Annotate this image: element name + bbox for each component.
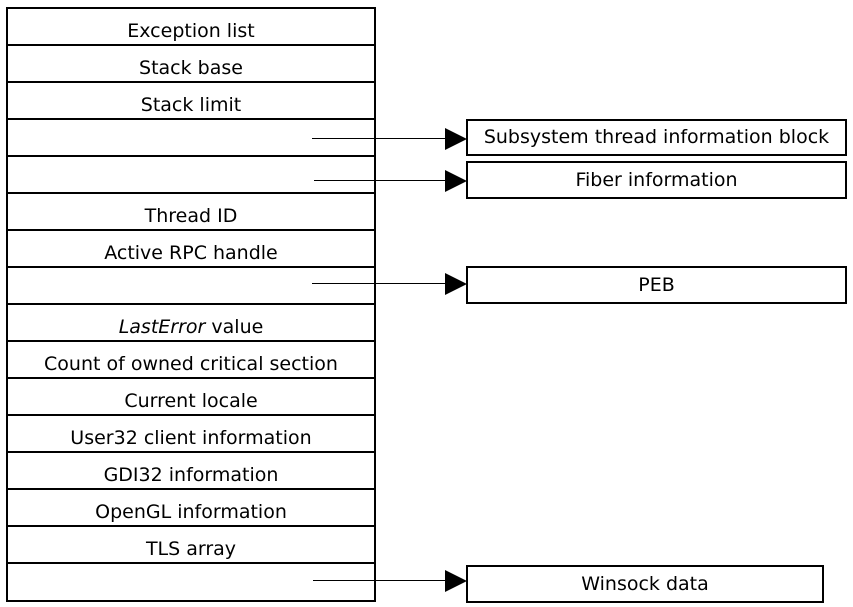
- pointer-arrowhead: [445, 128, 467, 150]
- pointer-arrowhead: [445, 170, 467, 192]
- field-lasterror-value: LastError value: [8, 303, 374, 340]
- pointer-arrow-line: [313, 580, 448, 581]
- target-label: PEB: [638, 273, 675, 296]
- field-stack-base: Stack base: [8, 44, 374, 81]
- pointer-arrow-line: [312, 138, 448, 139]
- field-label: Count of owned critical section: [44, 353, 338, 375]
- field-current-locale: Current locale: [8, 377, 374, 414]
- field-label: User32 client information: [70, 427, 312, 449]
- field-label: LastError value: [119, 318, 264, 337]
- field-label: Stack base: [139, 57, 243, 79]
- field-user32-client-info: User32 client information: [8, 414, 374, 451]
- teb-field-stack: Exception list Stack base Stack limit Th…: [6, 7, 376, 602]
- target-peb-box: PEB: [466, 266, 847, 304]
- field-stack-limit: Stack limit: [8, 81, 374, 118]
- field-fiber-pointer: [8, 155, 374, 192]
- field-winsock-pointer: [8, 562, 374, 602]
- field-peb-pointer: [8, 266, 374, 303]
- field-label: Exception list: [127, 20, 255, 42]
- field-active-rpc-handle: Active RPC handle: [8, 229, 374, 266]
- target-label: Fiber information: [575, 168, 738, 191]
- field-label: Active RPC handle: [104, 242, 278, 264]
- field-exception-list: Exception list: [8, 7, 374, 44]
- field-label: GDI32 information: [103, 464, 279, 486]
- field-label: Thread ID: [144, 205, 238, 227]
- pointer-arrow-line: [314, 180, 448, 181]
- target-label: Subsystem thread information block: [483, 126, 830, 148]
- field-label-rest: value: [205, 316, 264, 338]
- target-label: Winsock data: [581, 572, 709, 595]
- field-gdi32-info: GDI32 information: [8, 451, 374, 488]
- field-tls-array: TLS array: [8, 525, 374, 562]
- field-owned-critical-section-count: Count of owned critical section: [8, 340, 374, 377]
- field-label: Stack limit: [140, 94, 242, 116]
- field-label: Current locale: [124, 390, 258, 412]
- field-subsystem-tib-pointer: [8, 118, 374, 155]
- target-subsystem-tib-box: Subsystem thread information block: [466, 119, 847, 156]
- pointer-arrowhead: [445, 570, 467, 592]
- field-label: OpenGL information: [95, 501, 287, 523]
- field-label-italic: LastError: [118, 316, 206, 338]
- field-label: TLS array: [145, 538, 237, 560]
- target-fiber-info-box: Fiber information: [466, 161, 847, 199]
- field-opengl-info: OpenGL information: [8, 488, 374, 525]
- pointer-arrowhead: [445, 273, 467, 295]
- field-thread-id: Thread ID: [8, 192, 374, 229]
- pointer-arrow-line: [312, 283, 448, 284]
- target-winsock-data-box: Winsock data: [466, 565, 824, 603]
